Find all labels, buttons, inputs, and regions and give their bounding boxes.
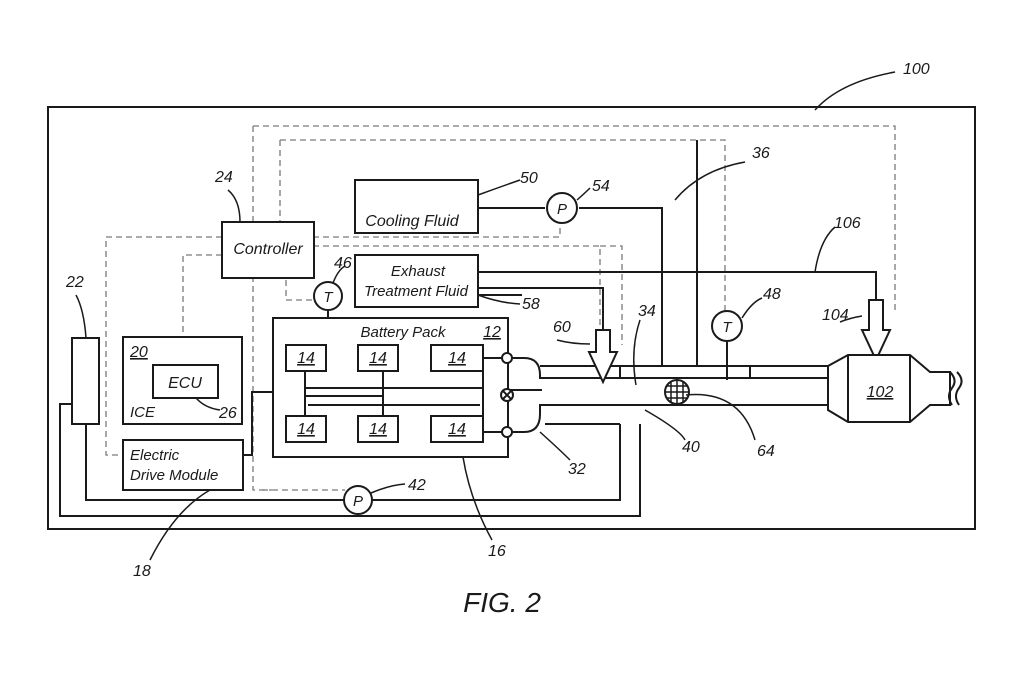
generator-box [71, 337, 100, 425]
module-label: 14 [448, 350, 466, 367]
temp-sensor-46-icon [313, 281, 343, 311]
pump-54-icon [546, 192, 578, 224]
ref-100: 100 [903, 61, 930, 78]
exhaust-fluid-label-2: Treatment Fluid [364, 283, 469, 300]
ref-20: 20 [129, 344, 148, 361]
module-14-f [430, 415, 484, 443]
edm-label-1: Electric [130, 447, 180, 464]
pump-54-symbol: P [557, 201, 567, 218]
ref-24: 24 [214, 169, 233, 186]
catalyst-102 [827, 354, 951, 423]
ref-102: 102 [867, 384, 894, 401]
temp-sensor-46-symbol: T [323, 289, 334, 306]
module-14-e [357, 415, 399, 443]
ref-40: 40 [682, 439, 700, 456]
ref-16: 16 [488, 543, 506, 560]
module-14-a [285, 344, 327, 372]
pump-42-symbol: P [353, 493, 363, 510]
ref-64: 64 [757, 443, 775, 460]
fluid-lines [59, 140, 877, 517]
ref-50: 50 [520, 170, 538, 187]
module-label: 14 [369, 421, 387, 438]
module-14-c [430, 344, 484, 372]
cooling-fluid-label: Cooling Fluid [365, 213, 459, 230]
valve-cross-icon [502, 390, 512, 400]
module-label: 14 [369, 350, 387, 367]
module-label: 14 [297, 421, 315, 438]
exhaust-fluid-label-1: Exhaust [391, 263, 446, 280]
ref-48: 48 [763, 286, 781, 303]
ref-54: 54 [592, 178, 610, 195]
edm-box [122, 439, 244, 491]
ref-32: 32 [568, 461, 586, 478]
reference-numerals: 100 36 106 24 50 54 46 58 60 34 48 104 6… [65, 61, 930, 580]
ref-22: 22 [65, 274, 84, 291]
temp-sensor-48-icon [711, 310, 743, 342]
ice-label: ICE [130, 404, 156, 421]
ref-18: 18 [133, 563, 151, 580]
ref-58: 58 [522, 296, 540, 313]
ecu-label: ECU [168, 375, 202, 392]
edm-label-2: Drive Module [130, 467, 218, 484]
ref-34: 34 [638, 303, 656, 320]
pump-42-icon [343, 485, 373, 515]
figure-caption: FIG. 2 [463, 587, 541, 618]
injection-arrow-icon [587, 329, 619, 385]
ref-36: 36 [752, 145, 770, 162]
catalyst-walls [847, 355, 911, 422]
module-14-d [285, 415, 327, 443]
module-label: 14 [448, 421, 466, 438]
leader-lines [75, 71, 896, 561]
temp-sensor-48-symbol: T [722, 319, 733, 336]
battery-modules: 14 14 14 14 14 14 [285, 344, 514, 443]
system-enclosure [47, 106, 976, 530]
exhaust-fluid-tank [354, 254, 479, 308]
cooling-fluid-tank [354, 179, 479, 234]
coolant-port-icon [501, 352, 513, 364]
ref-104: 104 [822, 307, 849, 324]
ref-12: 12 [483, 324, 501, 341]
ref-46: 46 [334, 255, 352, 272]
injector-arrow-icon [860, 299, 892, 363]
controller-label: Controller [233, 241, 303, 258]
ecu-box [152, 364, 219, 399]
grid-pattern-icon [665, 380, 689, 404]
coolant-port-icon [501, 426, 513, 438]
ref-106: 106 [834, 215, 861, 232]
ref-60: 60 [553, 319, 571, 336]
ref-42: 42 [408, 477, 426, 494]
controller-box [221, 221, 315, 279]
module-label: 14 [297, 350, 315, 367]
battery-pack-label: Battery Pack [360, 324, 447, 341]
ref-26: 26 [218, 405, 237, 422]
module-14-b [357, 344, 399, 372]
pipe-break-icon [948, 371, 963, 406]
